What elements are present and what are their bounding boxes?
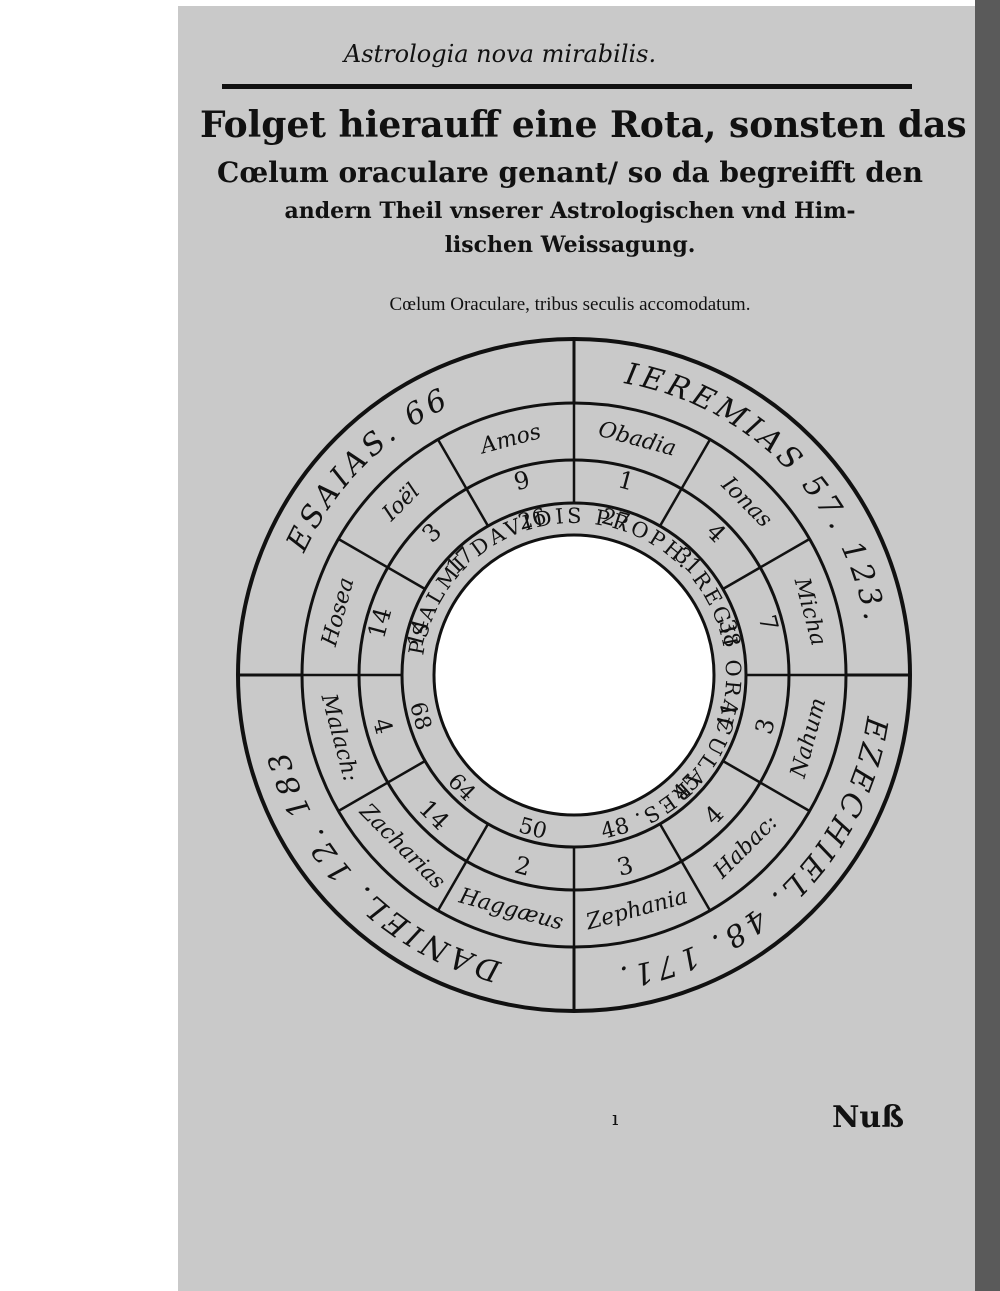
chapter-number: 3 bbox=[750, 715, 781, 737]
sector-divider bbox=[436, 438, 490, 527]
sector-divider bbox=[436, 823, 490, 912]
prophet-label: Nahum bbox=[786, 695, 832, 781]
sector-divider bbox=[337, 537, 426, 591]
sector-divider bbox=[658, 438, 712, 527]
sector-divider bbox=[658, 823, 712, 912]
sector-divider bbox=[722, 759, 811, 813]
chapter-number: 4 bbox=[367, 715, 398, 737]
center-hole-circle bbox=[432, 533, 716, 817]
page-edge-shadow bbox=[975, 0, 1000, 1291]
title-line-4: lischen Weissagung. bbox=[444, 232, 696, 258]
title-line-3: andern Theil vnserer Astrologischen vnd … bbox=[284, 198, 856, 224]
title-line-1: Folget hierauff eine Rota, sonsten das bbox=[200, 104, 967, 146]
header-rule bbox=[222, 84, 912, 89]
page-signature-mark: ı bbox=[612, 1106, 619, 1130]
chapter-number: 2 bbox=[512, 851, 534, 882]
prophet-label: Ioël bbox=[377, 479, 425, 527]
prophet-label: Malach: bbox=[315, 690, 363, 784]
sector-divider bbox=[337, 759, 426, 813]
sector-divider bbox=[722, 537, 811, 591]
chapter-number: 7 bbox=[753, 612, 784, 634]
wheel-subtitle: Cœlum Oraculare, tribus seculis accomoda… bbox=[389, 294, 751, 315]
prophet-label: Amos bbox=[476, 419, 544, 460]
chapter-number: 3 bbox=[614, 851, 636, 882]
catchword: Nuß bbox=[832, 1100, 905, 1135]
running-head: Astrologia nova mirabilis. bbox=[343, 40, 657, 68]
prophet-label: Hosea bbox=[317, 575, 359, 650]
chapter-number: 14 bbox=[413, 794, 454, 835]
title-line-2: Cœlum oraculare genant/ so da begreifft … bbox=[217, 156, 923, 189]
prophet-label: Obadia bbox=[596, 417, 679, 462]
chapter-number: 4 bbox=[699, 800, 730, 831]
chapter-number: 1 bbox=[615, 465, 637, 496]
prophet-label: Micha bbox=[788, 574, 830, 648]
chapter-number: 9 bbox=[511, 465, 533, 496]
